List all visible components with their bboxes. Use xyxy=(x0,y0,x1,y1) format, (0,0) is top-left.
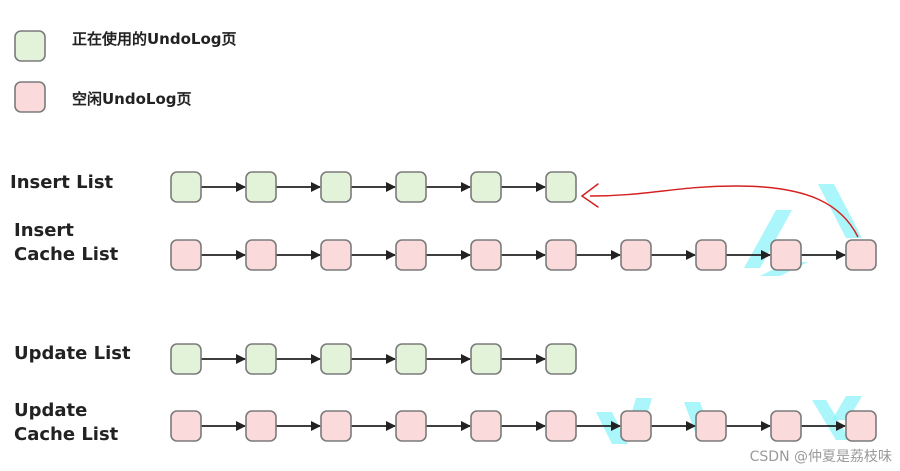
insert-cache-list-page-3 xyxy=(320,239,352,271)
insert-list-page-4 xyxy=(395,171,427,203)
update-list-page-2 xyxy=(245,343,277,375)
insert-list-page-5 xyxy=(470,171,502,203)
update-list-page-3 xyxy=(320,343,352,375)
legend-label-in-use: 正在使用的UndoLog页 xyxy=(72,30,237,48)
update-cache-list-page-5 xyxy=(470,410,502,442)
label-update-list: Update List xyxy=(14,343,131,364)
insert-list-page-2 xyxy=(245,171,277,203)
insert-cache-list-page-1 xyxy=(170,239,202,271)
legend: 正在使用的UndoLog页 空闲UndoLog页 xyxy=(14,30,237,113)
update-list-page-5 xyxy=(470,343,502,375)
reuse-pointer-arrow xyxy=(580,183,859,238)
insert-cache-list xyxy=(170,239,877,271)
update-cache-list-page-1 xyxy=(170,410,202,442)
insert-cache-list-page-5 xyxy=(470,239,502,271)
label-insert-list: Insert List xyxy=(10,172,114,193)
update-cache-list-page-10 xyxy=(845,410,877,442)
insert-cache-list-page-7 xyxy=(620,239,652,271)
legend-label-free: 空闲UndoLog页 xyxy=(72,90,192,108)
update-cache-list-page-9 xyxy=(770,410,802,442)
update-list-page-4 xyxy=(395,343,427,375)
insert-list xyxy=(170,171,577,203)
label-insert-cache-list-line1: Insert xyxy=(14,220,74,241)
watermark-text: CSDN @仲夏是荔枝味 xyxy=(750,449,892,465)
update-cache-list-page-3 xyxy=(320,410,352,442)
label-update-cache-list-line1: Update xyxy=(14,400,87,421)
row-labels: Insert List Insert Cache List Update Lis… xyxy=(10,172,131,445)
insert-list-page-1 xyxy=(170,171,202,203)
update-cache-list xyxy=(170,410,877,442)
update-list-page-6 xyxy=(545,343,577,375)
label-insert-cache-list-line2: Cache List xyxy=(14,244,119,265)
reuse-pointer-head xyxy=(580,183,599,208)
insert-list-page-6 xyxy=(545,171,577,203)
update-list-page-1 xyxy=(170,343,202,375)
legend-swatch-in-use xyxy=(14,30,46,62)
update-cache-list-page-6 xyxy=(545,410,577,442)
insert-list-page-3 xyxy=(320,171,352,203)
update-list xyxy=(170,343,577,375)
insert-cache-list-page-10 xyxy=(845,239,877,271)
update-cache-list-page-7 xyxy=(620,410,652,442)
label-update-cache-list-line2: Cache List xyxy=(14,424,119,445)
legend-swatch-free xyxy=(14,81,46,113)
decorative-watermark-shapes xyxy=(596,184,862,444)
insert-cache-list-page-6 xyxy=(545,239,577,271)
insert-cache-list-page-8 xyxy=(695,239,727,271)
update-cache-list-page-2 xyxy=(245,410,277,442)
insert-cache-list-page-4 xyxy=(395,239,427,271)
update-cache-list-page-8 xyxy=(695,410,727,442)
insert-cache-list-page-9 xyxy=(770,239,802,271)
insert-cache-list-page-2 xyxy=(245,239,277,271)
update-cache-list-page-4 xyxy=(395,410,427,442)
reuse-pointer-curve xyxy=(589,185,859,238)
